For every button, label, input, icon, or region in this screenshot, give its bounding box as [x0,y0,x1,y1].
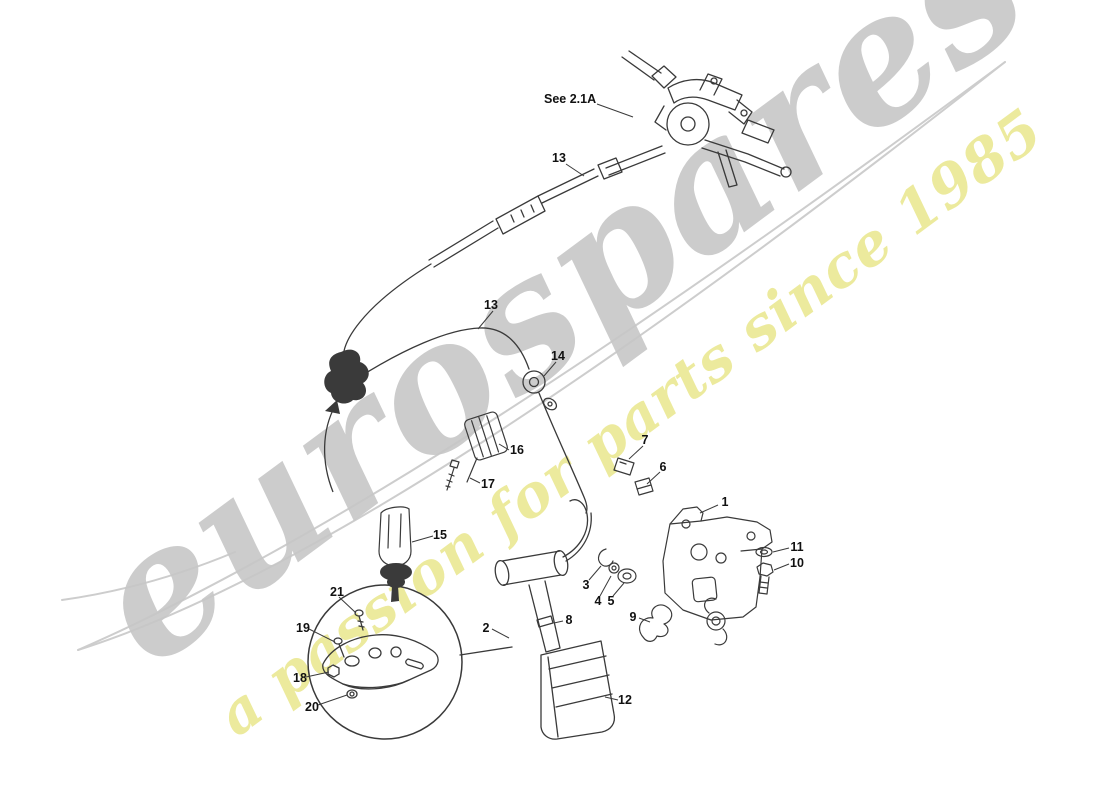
throttle-linkage-assembly [621,50,792,188]
cable-guide-bracket [378,506,412,602]
part-callout-10: 10 [790,555,804,570]
part-callout-6: 6 [659,459,667,474]
position-arrow [323,400,340,493]
accelerator-cable [343,145,666,514]
part-callout-8: 8 [565,612,573,627]
part-callout-13: 13 [552,150,566,165]
detail-inset-circle [307,584,513,740]
cable-grommet-blob [324,349,369,404]
part-callout-11: 11 [790,539,804,554]
part-callout-2: 2 [482,620,490,635]
part-callout-17: 17 [481,476,495,491]
part-callout-19: 19 [296,620,310,635]
part-callout-20: 20 [305,699,319,714]
part-callout-15: 15 [433,527,447,542]
reference-note: See 2.1A [544,92,597,106]
part-callout-16: 16 [510,442,524,457]
pedal-assembly [494,499,616,740]
part-callout-9: 9 [629,609,637,624]
part-callout-5: 5 [607,593,615,608]
part-callout-14: 14 [551,348,565,363]
part-callout-13: 13 [484,297,498,312]
callout-leader-lines [305,103,790,706]
small-fittings [445,411,654,496]
part-callout-12: 12 [618,692,632,707]
part-callout-7: 7 [641,432,649,447]
part-callout-18: 18 [293,670,307,685]
part-callout-21: 21 [330,584,344,599]
part-callout-3: 3 [582,577,590,592]
part-callout-4: 4 [594,593,602,608]
mounting-hardware [597,506,774,646]
part-callout-1: 1 [721,494,729,509]
